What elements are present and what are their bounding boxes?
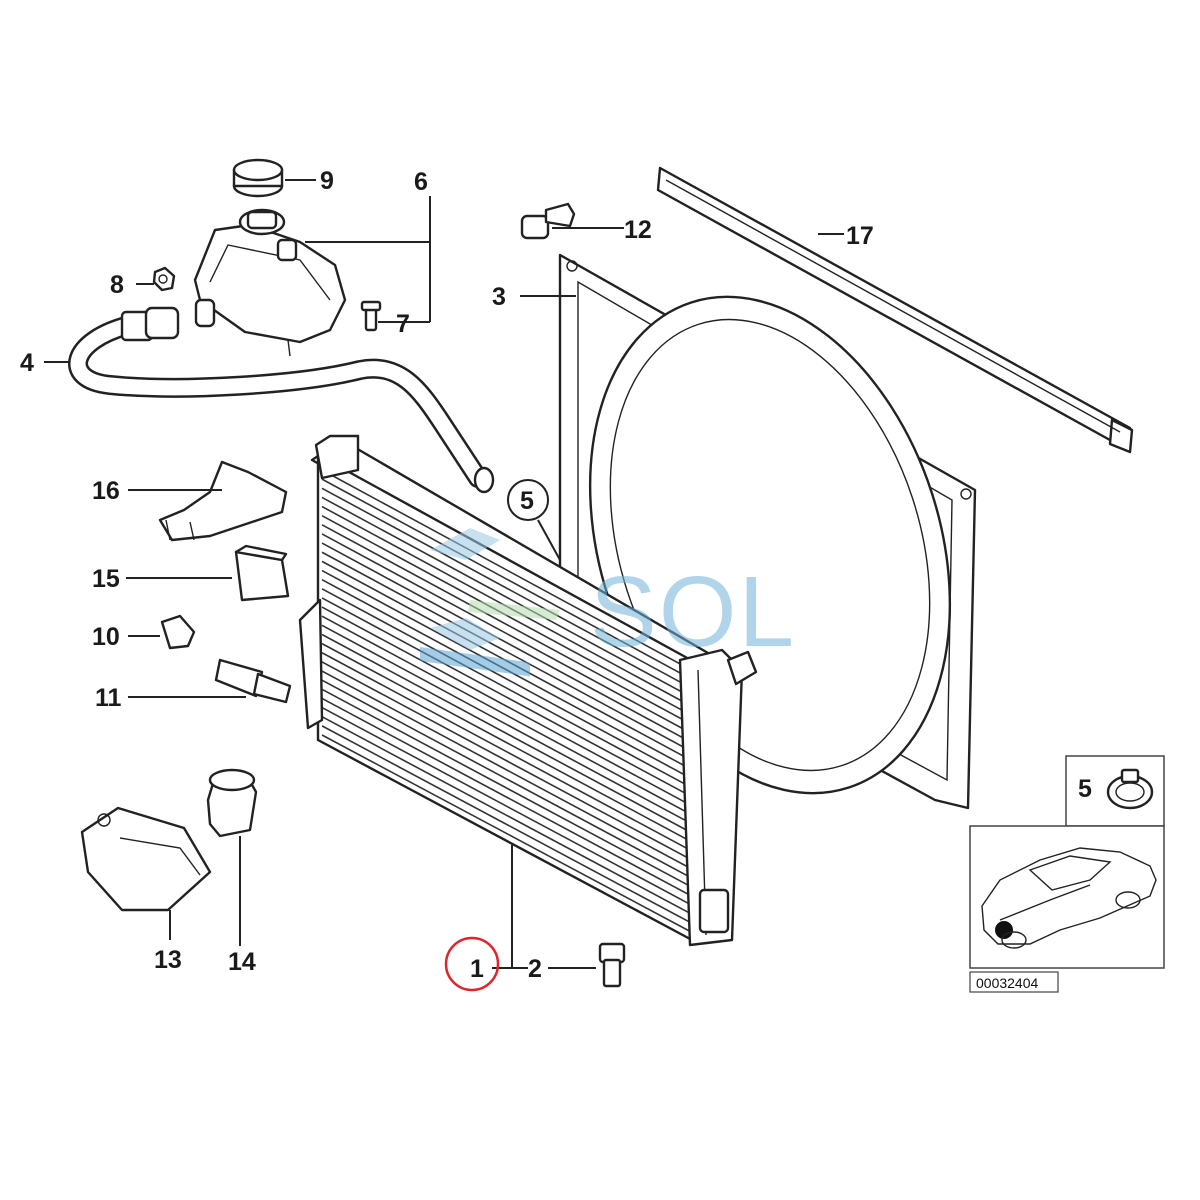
- callout-10: 10: [92, 623, 120, 651]
- callout-7: 7: [396, 310, 410, 338]
- radiator-fin: [321, 578, 696, 782]
- callout-1: 1: [470, 955, 484, 983]
- radiator-fin: [321, 588, 696, 791]
- screw-7: [360, 300, 382, 332]
- leader-lines: [44, 179, 844, 969]
- bracket-16: [158, 460, 288, 542]
- callout-15: 15: [92, 565, 120, 593]
- radiator-fin: [321, 697, 696, 899]
- callout-labels: 9 6 8 7 4 12 3 17 5 16 15 10 11 13 14 1 …: [20, 167, 874, 983]
- expanding-rivet: [520, 202, 576, 240]
- callout-5: 5: [520, 487, 534, 515]
- seal-strip: [656, 166, 1134, 454]
- radiator-fin: [321, 487, 696, 691]
- hose-clamp-icon: [1106, 768, 1154, 810]
- drain-plug: [598, 942, 626, 988]
- callout-3: 3: [492, 283, 506, 311]
- radiator-fin: [321, 542, 696, 745]
- callout-13: 13: [154, 946, 182, 974]
- radiator-fin: [321, 597, 696, 800]
- highlight-ring-part-1: [444, 936, 500, 992]
- radiator-fin: [321, 551, 696, 755]
- radiator-fin: [321, 624, 696, 827]
- radiator-fin: [321, 478, 696, 682]
- callout-14: 14: [228, 948, 256, 976]
- watermark-logo: [420, 528, 560, 677]
- nut: [152, 266, 176, 292]
- rubber-mount-15: [234, 544, 290, 602]
- callout-6: 6: [414, 168, 428, 196]
- radiator-fin: [321, 496, 696, 700]
- callout-4: 4: [20, 349, 34, 377]
- radiator-fin: [321, 679, 696, 881]
- callout-11: 11: [95, 684, 122, 712]
- radiator-fin: [321, 734, 696, 935]
- expansion-tank-cap: [232, 158, 284, 198]
- callout-2: 2: [528, 955, 542, 983]
- watermark-text: SOL: [590, 556, 796, 668]
- radiator-fin: [321, 688, 696, 890]
- radiator-fin: [321, 469, 696, 673]
- expansion-tank: [193, 208, 347, 357]
- radiator-fin: [321, 615, 696, 818]
- radiator-fin: [321, 642, 696, 845]
- car-locator-icon: [981, 847, 1157, 949]
- callout-9: 9: [320, 167, 334, 195]
- callout-17: 17: [846, 222, 874, 250]
- radiator-fin: [321, 661, 696, 863]
- radiator-fin: [321, 670, 696, 872]
- radiator-fin: [321, 524, 696, 727]
- coolant-hose: [68, 306, 495, 494]
- radiator-fin: [321, 725, 696, 926]
- radiator-fin: [321, 606, 696, 809]
- callout-8: 8: [110, 271, 124, 299]
- bracket-13: [80, 806, 212, 912]
- inset-callout-5: 5: [1078, 775, 1092, 803]
- radiator-fin: [321, 716, 696, 917]
- inset-panel: 5 00032404: [969, 755, 1165, 993]
- radiator-fin: [321, 706, 696, 908]
- radiator-fins: [321, 469, 696, 935]
- callout-5-circle: [507, 479, 549, 521]
- callout-12: 12: [624, 216, 652, 244]
- plug-10: [160, 614, 196, 650]
- radiator-fin: [321, 633, 696, 836]
- callout-16: 16: [92, 477, 120, 505]
- radiator-fin: [321, 652, 696, 854]
- diagram-number: 00032404: [976, 975, 1039, 991]
- temperature-switch: [214, 658, 292, 704]
- rubber-buffer-14: [206, 768, 258, 838]
- radiator-fin: [321, 533, 696, 736]
- radiator-fin: [321, 514, 696, 718]
- radiator: [298, 434, 758, 947]
